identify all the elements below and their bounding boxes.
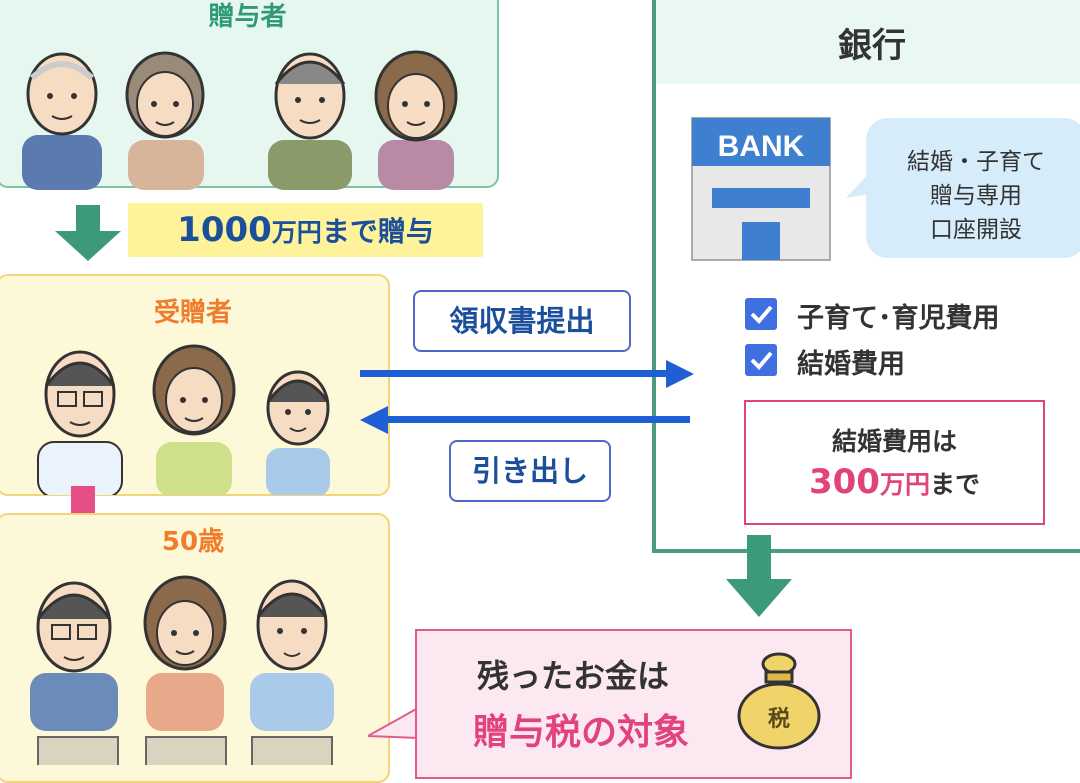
gift-unit: 万円 [271,218,322,247]
young-woman-figure [152,344,236,495]
callout-tail-icon [368,708,418,740]
limit-unit: 万円 [879,470,930,499]
tax-line-2: 贈与税の対象 [473,712,690,753]
middle-aged-woman-figure [143,575,227,731]
bubble-tail-icon [846,172,870,198]
age-title: 50歳 [161,527,225,557]
young-man-figure [37,350,123,495]
tax-line-1: 残ったお金は [477,657,670,695]
bank-title: 銀行 [838,26,906,66]
donor-title: 贈与者 [208,2,287,32]
left-arrow-icon [360,406,690,434]
withdrawal-label: 引き出し [449,440,611,502]
down-arrow-icon [55,205,121,261]
receipt-submission-label: 領収書提出 [413,290,631,352]
bubble-line-3: 口座開設 [930,217,1022,243]
elderly-woman-figure [125,51,205,190]
child-figure [266,370,330,495]
limit-line-2: 300万円まで [746,462,1043,502]
limit-line-1: 結婚費用は [831,427,957,456]
older-woman-figure [374,50,458,190]
money-bag-icon [737,652,821,750]
checkbox-icon [745,298,777,330]
recipient-people-illustration [37,344,330,495]
wedding-limit-box: 結婚費用は 300万円まで [744,400,1045,525]
tax-bag-label: 税 [767,707,790,732]
checklist-item-wedding: 結婚費用 [797,349,905,380]
gift-rest: まで贈与 [321,215,434,248]
older-man-figure [268,52,352,190]
checklist-item-childcare: 子育て･育児費用 [797,303,1000,334]
gift-amount: 1000 [177,210,272,250]
banknotes-icon [37,736,333,765]
donor-people-illustration [22,50,458,190]
middle-aged-man-figure [30,581,118,731]
gift-amount-label: 1000万円まで贈与 [128,203,483,257]
adult-man-figure [250,579,334,731]
limit-tail: まで [929,470,980,499]
age-50-people-illustration [30,575,334,765]
account-bubble: 結婚・子育て 贈与専用 口座開設 [866,118,1080,258]
checkbox-icon [745,344,777,376]
right-arrow-icon [360,360,694,388]
bubble-line-2: 贈与専用 [930,183,1022,209]
bank-sign: BANK [718,130,805,163]
limit-amount: 300 [808,462,880,502]
bubble-line-1: 結婚・子育て [907,149,1045,175]
elderly-man-figure [22,52,102,190]
down-arrow-icon [726,535,792,617]
bank-header [656,0,1080,84]
bank-building-icon: BANK [691,117,831,261]
recipient-title: 受贈者 [153,298,232,328]
